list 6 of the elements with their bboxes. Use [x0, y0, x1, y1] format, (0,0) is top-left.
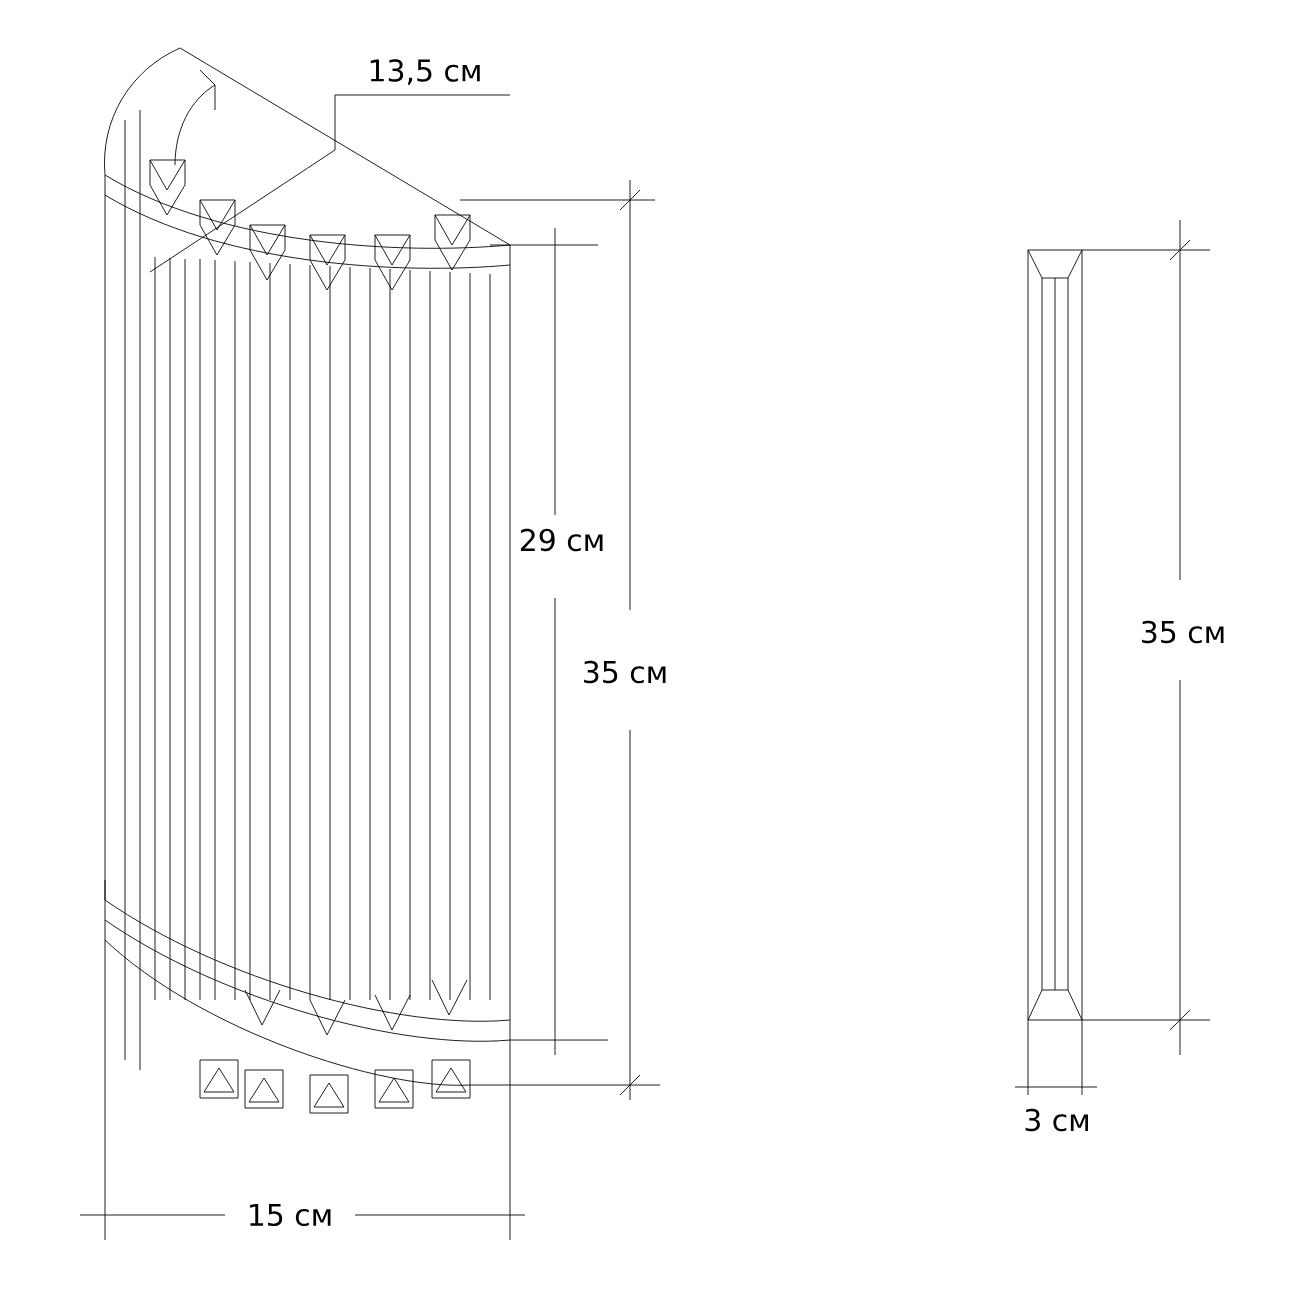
dimension-label: 35 см [584, 660, 666, 684]
dimension-label: 35 см [1142, 620, 1224, 644]
dimension-label: 15 см [250, 1203, 331, 1227]
dimension-label: 3 см [1025, 1108, 1088, 1132]
dimension-label: 29 см [520, 528, 603, 552]
dimension-label: 13,5 см [370, 59, 480, 85]
